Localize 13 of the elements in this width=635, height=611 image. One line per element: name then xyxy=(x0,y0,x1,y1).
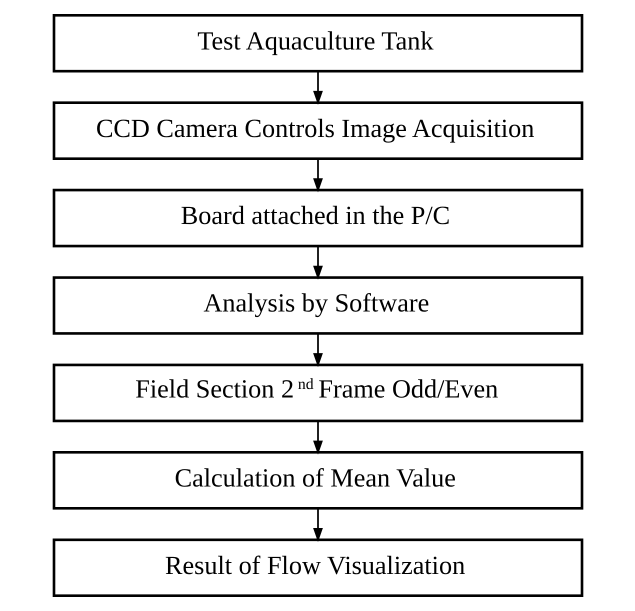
arrow xyxy=(312,158,322,192)
node-box: Analysis by Software xyxy=(52,276,583,335)
node-box: CCD Camera Controls Image Acquisition xyxy=(52,101,583,160)
arrow xyxy=(312,508,322,542)
arrow xyxy=(312,334,322,368)
node-box: Calculation of Mean Value xyxy=(52,451,583,510)
node-box: Test Aquaculture Tank xyxy=(52,14,583,73)
arrow xyxy=(312,421,322,455)
arrow xyxy=(312,246,322,280)
arrow xyxy=(312,72,322,105)
node-box: Field Section 2$^{nd}$ Frame Odd/Even xyxy=(52,364,583,422)
node-box: Result of Flow Visualization xyxy=(52,538,583,598)
node-box: Board attached in the P/C xyxy=(52,188,583,248)
